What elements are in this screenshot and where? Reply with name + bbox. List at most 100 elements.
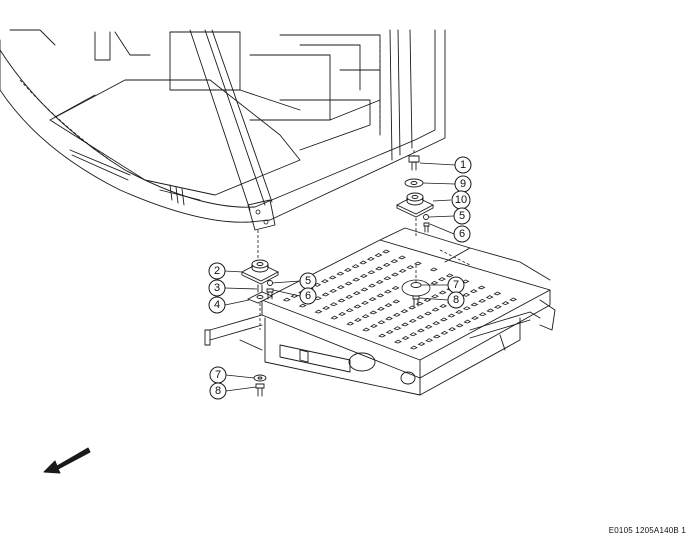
perforation-hole xyxy=(391,285,400,290)
callout-5-right: 5 xyxy=(453,207,471,225)
perforation-hole xyxy=(425,338,434,343)
cab-structure xyxy=(0,29,446,260)
perforation-hole xyxy=(353,304,362,309)
perforation-hole xyxy=(463,319,472,324)
perforation-hole xyxy=(398,255,406,260)
perforation-hole xyxy=(322,305,331,310)
perforation-hole xyxy=(423,297,432,302)
perforation-hole xyxy=(493,291,502,296)
callout-label: 5 xyxy=(305,275,311,287)
front-direction-arrow-icon xyxy=(43,447,91,474)
perforation-hole xyxy=(376,293,385,298)
perforation-hole xyxy=(382,249,390,254)
perforation-hole xyxy=(329,288,338,293)
perforation-hole xyxy=(416,315,425,320)
perforation-hole xyxy=(438,290,447,295)
perforation-hole xyxy=(430,280,439,285)
perforation-hole xyxy=(392,299,401,304)
perforation-hole xyxy=(432,321,441,326)
callout-label: 6 xyxy=(459,228,465,240)
perforation-hole xyxy=(346,321,355,326)
callout-label: 7 xyxy=(453,279,459,291)
callout-7-right: 7 xyxy=(447,276,465,294)
perforation-hole xyxy=(424,324,433,329)
perforation-hole xyxy=(455,309,463,314)
perforation-hole xyxy=(417,341,426,346)
perforation-hole xyxy=(406,265,415,270)
perforation-hole xyxy=(368,283,376,288)
perforation-hole xyxy=(298,303,307,308)
chassis-plate xyxy=(204,227,556,396)
callout-label: 6 xyxy=(305,290,311,302)
perforation-hole xyxy=(321,292,330,297)
perforation-hole xyxy=(330,315,339,320)
callout-8-right: 8 xyxy=(447,291,465,309)
perforation-hole xyxy=(359,273,368,278)
perforation-hole xyxy=(383,276,392,281)
callout-label: 9 xyxy=(460,178,466,190)
perforation-hole xyxy=(375,266,383,271)
perforation-hole xyxy=(485,295,494,300)
perforation-hole xyxy=(392,312,401,317)
perforation-hole xyxy=(408,305,416,310)
perforation-hole xyxy=(369,323,378,328)
perforation-hole xyxy=(486,308,495,313)
perforation-hole xyxy=(361,314,370,319)
callout-4: 4 xyxy=(208,296,226,314)
perforation-hole xyxy=(290,293,299,298)
perforation-hole xyxy=(429,267,438,272)
perforation-hole xyxy=(431,294,439,299)
rubber-mount-part xyxy=(395,192,435,218)
perforation-hole xyxy=(462,306,471,311)
perforation-hole xyxy=(461,279,470,284)
callout-7-bottom: 7 xyxy=(209,366,227,384)
perforation-hole xyxy=(469,289,478,294)
perforation-hole xyxy=(478,312,487,317)
callout-6-right: 6 xyxy=(453,225,471,243)
perforation-hole xyxy=(445,273,454,278)
callout-8-bottom: 8 xyxy=(209,382,227,400)
perforation-hole xyxy=(361,300,369,305)
callout-9: 9 xyxy=(454,175,472,193)
perforation-hole xyxy=(314,309,323,314)
perforation-hole xyxy=(351,264,360,269)
parts xyxy=(240,155,435,397)
perforation-hole xyxy=(375,279,384,284)
perforation-hole xyxy=(376,306,385,311)
perforation-hole xyxy=(432,334,441,339)
perforation-hole xyxy=(447,313,456,318)
perforation-hole xyxy=(455,323,464,328)
callout-5-left: 5 xyxy=(299,272,317,290)
callout-6-left: 6 xyxy=(299,287,317,305)
callout-10: 10 xyxy=(451,190,471,210)
perforation-hole xyxy=(359,260,368,265)
perforation-hole xyxy=(321,279,329,284)
perforation-hole xyxy=(415,301,424,306)
perforation-hole xyxy=(354,317,362,322)
leader-lines xyxy=(224,162,456,392)
perforation-hole xyxy=(360,287,369,292)
perforation-hole xyxy=(345,308,354,313)
perforation-hole xyxy=(345,294,353,299)
perforation-hole xyxy=(352,277,361,282)
perforation-hole xyxy=(378,333,386,338)
perforation-hole xyxy=(383,289,392,294)
perforation-hole xyxy=(416,328,425,333)
perforation-hole xyxy=(313,296,322,301)
perforation-hole xyxy=(409,332,418,337)
perforation-hole xyxy=(471,315,479,320)
perforation-hole xyxy=(374,253,383,258)
perforation-hole xyxy=(313,282,322,287)
perforation-hole xyxy=(382,262,391,267)
perforation-hole xyxy=(493,304,502,309)
perforation-hole xyxy=(329,302,338,307)
perforation-hole xyxy=(368,297,377,302)
perforation-hole xyxy=(462,292,471,297)
rubber-mount-part-left xyxy=(240,259,280,285)
perforation-hole xyxy=(439,317,448,322)
callout-label: 8 xyxy=(215,385,221,397)
callout-label: 10 xyxy=(455,194,467,206)
perforation-hole xyxy=(366,256,375,261)
callout-label: 8 xyxy=(453,294,459,306)
